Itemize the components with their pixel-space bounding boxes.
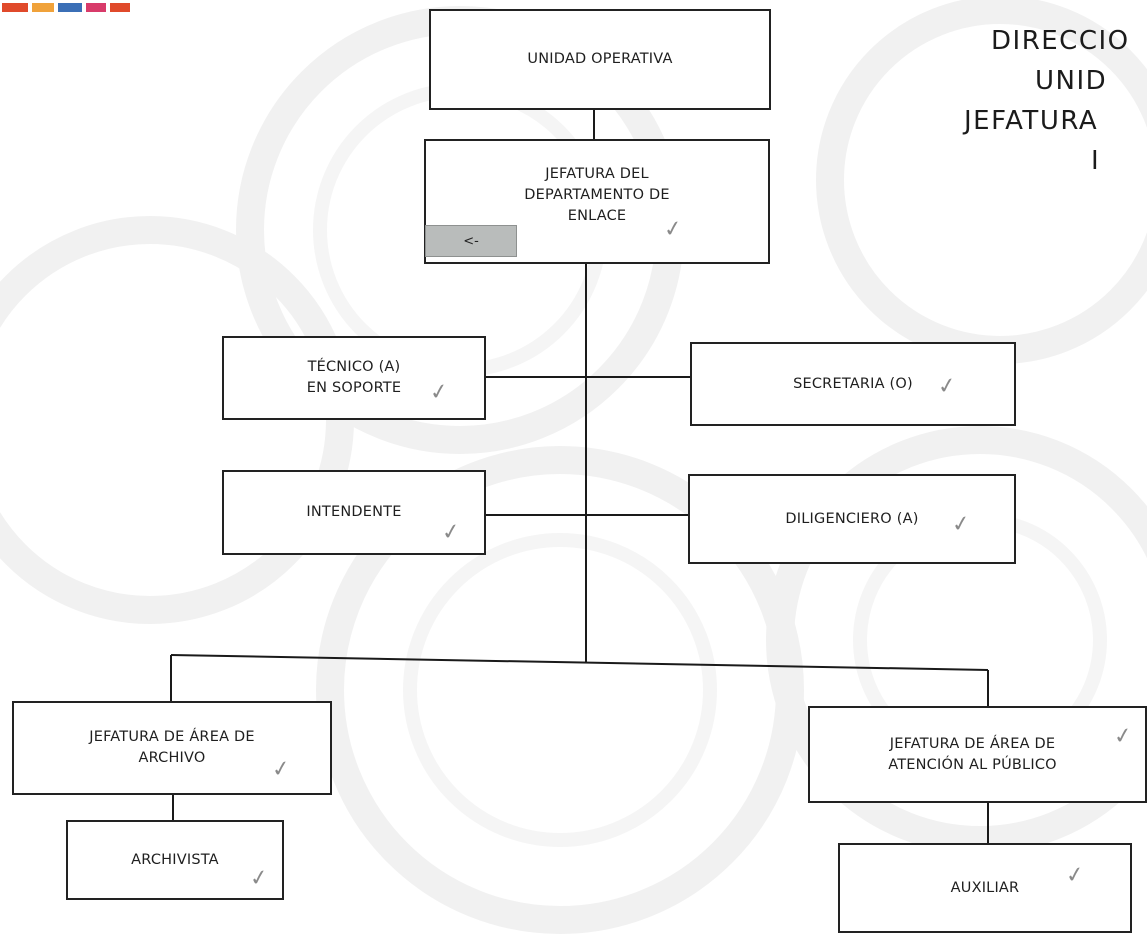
check-mark: ✓ [662, 215, 685, 244]
node-unidad-operativa: UNIDAD OPERATIVA [429, 9, 771, 110]
page-header: DIRECCIO UNID JEFATURA I [927, 20, 1147, 180]
check-mark: ✓ [428, 378, 451, 407]
node-intendente: INTENDENTE ✓ [222, 470, 486, 555]
check-mark: ✓ [950, 510, 973, 539]
node-label-line-1: JEFATURA DE ÁREA DE [889, 735, 1056, 752]
node-label: ARCHIVISTA [131, 851, 219, 868]
node-jefatura-atencion: JEFATURA DE ÁREA DE ATENCIÓN AL PÚBLICO … [808, 706, 1147, 803]
node-label-line-1: JEFATURA DEL [545, 166, 649, 182]
check-mark: ✓ [270, 755, 293, 784]
check-mark: ✓ [1064, 861, 1087, 890]
back-button[interactable]: <- [425, 225, 517, 257]
node-label-line-1: JEFATURA DE ÁREA DE [89, 729, 255, 745]
node-tecnico-soporte: TÉCNICO (A) EN SOPORTE ✓ [222, 336, 486, 420]
check-mark: ✓ [440, 518, 463, 547]
node-label-line-1: TÉCNICO (A) [307, 359, 401, 375]
node-jefatura-archivo: JEFATURA DE ÁREA DE ARCHIVO ✓ [12, 701, 332, 795]
node-label: UNIDAD OPERATIVA [527, 51, 673, 67]
header-line-1: DIRECCIO [991, 26, 1130, 56]
check-mark: ✓ [1112, 722, 1135, 751]
header-line-2: UNID [1035, 66, 1108, 96]
node-label: AUXILIAR [950, 879, 1020, 896]
node-label: SECRETARIA (O) [793, 375, 913, 392]
header-line-4: I [1091, 146, 1101, 176]
connector-branch-horizontal [170, 654, 989, 671]
node-label-line-2: DEPARTAMENTO DE [524, 187, 670, 203]
check-mark: ✓ [248, 864, 271, 893]
node-label-line-2: ATENCIÓN AL PÚBLICO [888, 756, 1057, 773]
node-archivista: ARCHIVISTA ✓ [66, 820, 284, 900]
node-secretaria: SECRETARIA (O) ✓ [690, 342, 1016, 426]
node-label: DILIGENCIERO (A) [785, 510, 919, 527]
node-label-line-2: EN SOPORTE [306, 380, 402, 396]
node-diligenciero: DILIGENCIERO (A) ✓ [688, 474, 1016, 564]
header-line-3: JEFATURA [964, 106, 1099, 136]
node-label: INTENDENTE [306, 504, 402, 520]
node-auxiliar: AUXILIAR ✓ [838, 843, 1132, 933]
logo [0, 0, 132, 12]
node-label-line-2: ARCHIVO [138, 750, 206, 766]
node-label-line-3: ENLACE [567, 208, 627, 224]
check-mark: ✓ [936, 372, 959, 401]
